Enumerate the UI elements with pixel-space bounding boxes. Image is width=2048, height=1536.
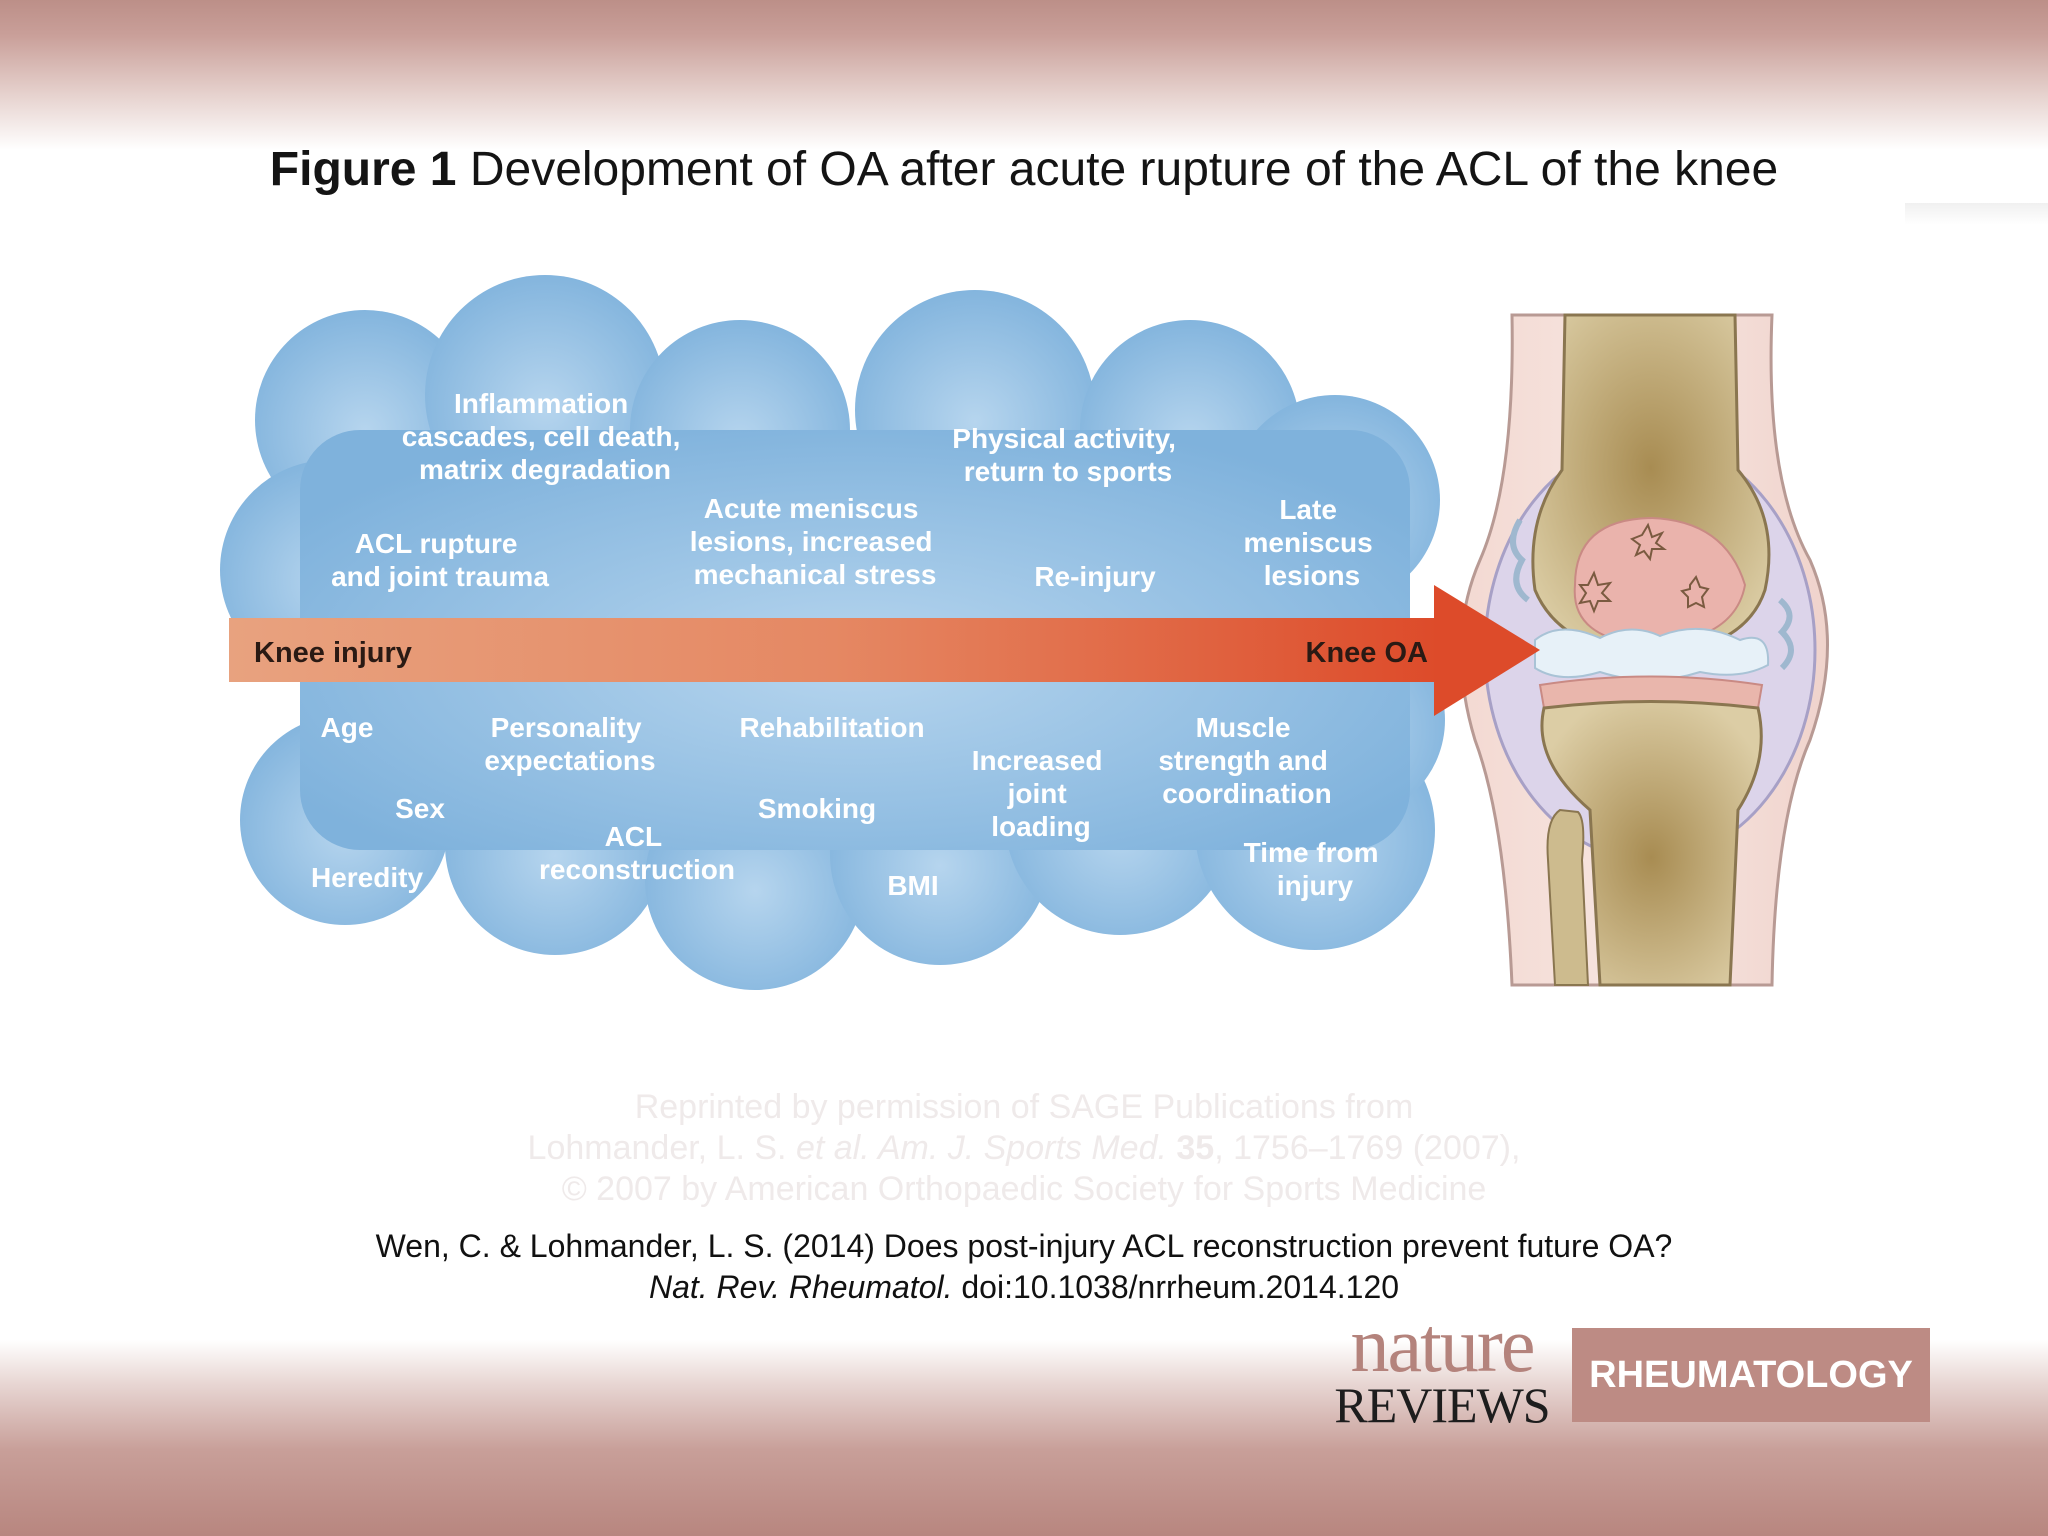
logo-reviews-wordmark: REVIEWS (1334, 1377, 1550, 1433)
factor-re-injury: Re-injury (1034, 561, 1156, 592)
permission-authors: Lohmander, L. S. (527, 1129, 796, 1167)
citation-line-2: Nat. Rev. Rheumatol. doi:10.1038/nrrheum… (0, 1269, 2048, 1306)
factor-sex: Sex (395, 793, 445, 824)
permission-pages: , 1756–1769 (2007), (1214, 1129, 1521, 1167)
knee-joint-illustration (1459, 313, 1829, 987)
factor-rehabilitation: Rehabilitation (739, 712, 924, 743)
factor-physical-activity: Physical activity, return to sports (952, 423, 1183, 487)
factor-time-from-injury: Time from injury (1244, 837, 1387, 901)
arrow-start-label: Knee injury (254, 637, 412, 669)
permission-line-1: Reprinted by permission of SAGE Publicat… (634, 1088, 1414, 1126)
osteophyte-right (1777, 597, 1794, 671)
lesion-star (1577, 570, 1613, 614)
factor-muscle-strength: Muscle strength and coordination (1158, 712, 1335, 809)
lesion-star (1680, 574, 1710, 609)
permission-volume: 35 (1166, 1129, 1215, 1167)
permission-line-3: © 2007 by American Orthopaedic Society f… (561, 1170, 1487, 1208)
factor-acl-rupture: ACL rupture and joint trauma (331, 528, 549, 592)
factor-acl-reconstruction: ACL reconstruction (539, 821, 735, 885)
factor-cloud (220, 275, 1445, 990)
lower-factors: Age Sex Heredity Personality expectation… (311, 712, 1387, 901)
factor-joint-loading: Increased joint loading (972, 745, 1111, 842)
permission-line-2: Lohmander, L. S. et al. Am. J. Sports Me… (0, 1129, 2048, 1168)
logo-rheumatology-text: RHEUMATOLOGY (1589, 1354, 1913, 1396)
decorative-line (1905, 203, 2048, 225)
logo-rheumatology-box: RHEUMATOLOGY (1572, 1328, 1930, 1422)
factor-age: Age (321, 712, 374, 743)
figure-title: Figure 1 Development of OA after acute r… (0, 142, 2048, 197)
permission-journal: et al. Am. J. Sports Med. (795, 1129, 1167, 1167)
factor-personality: Personality expectations (484, 712, 655, 776)
tibia (1540, 700, 1763, 987)
upper-factors: Inflammation cascades, cell death, matri… (331, 388, 1381, 592)
factor-acute-meniscus: Acute meniscus lesions, increased mechan… (690, 493, 941, 590)
lesion-star (1629, 522, 1667, 562)
figure-number: Figure 1 (269, 143, 457, 196)
factor-heredity: Heredity (311, 862, 423, 893)
figure-caption: Development of OA after acute rupture of… (456, 143, 1779, 196)
logo-nature-wordmark: nature (1350, 1301, 1536, 1388)
citation-journal: Nat. Rev. Rheumatol. (648, 1269, 953, 1305)
factor-bmi: BMI (887, 870, 938, 901)
osteophyte-left (1510, 518, 1530, 603)
meniscus-space (1534, 627, 1770, 681)
factor-inflammation: Inflammation cascades, cell death, matri… (402, 388, 688, 485)
citation-doi: doi:10.1038/nrrheum.2014.120 (952, 1269, 1400, 1305)
progression-arrow: Knee injury Knee OA (229, 585, 1540, 716)
citation-line-1: Wen, C. & Lohmander, L. S. (2014) Does p… (375, 1228, 1673, 1264)
factor-smoking: Smoking (758, 793, 876, 824)
fibula (1546, 808, 1590, 986)
factor-late-meniscus: Late meniscus lesions (1244, 494, 1381, 591)
arrow-end-label: Knee OA (1306, 637, 1429, 669)
